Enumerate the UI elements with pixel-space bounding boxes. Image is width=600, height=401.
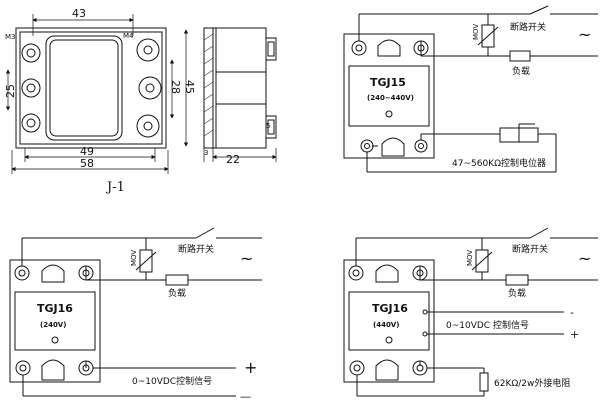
tgj16a-module <box>9 259 101 383</box>
tgj15-label-plate <box>348 65 430 127</box>
screw-terminal-left-bottom <box>21 113 41 133</box>
tgj15-module <box>343 33 435 159</box>
relay-side-view <box>203 27 277 149</box>
tgj15-switch <box>529 5 549 15</box>
tgj16b-resistor-label: 62KΩ/2w外接电阻 <box>494 377 570 389</box>
tgj16a-label-plate <box>14 291 96 351</box>
tgj16b-plus: + <box>570 328 579 341</box>
tgj16b-rating: (440V) <box>373 321 399 329</box>
tgj16b-load <box>505 274 529 286</box>
dim-25-label: 25 <box>4 84 17 98</box>
tgj16a-mov-label: MOV <box>130 250 138 266</box>
tgj16b-external-resistor <box>479 372 489 392</box>
tgj16b-switch-label: 断路开关 <box>512 243 548 255</box>
relay-cover <box>45 35 123 141</box>
dim-22-label: 22 <box>226 153 240 166</box>
drawing-caption: J-1 <box>105 180 125 195</box>
tgj15-ac-symbol: ~ <box>578 25 591 44</box>
dim-45-label: 45 <box>183 80 196 94</box>
dim-m3-label: M3 <box>5 33 16 41</box>
tgj16a-switch-label: 断路开关 <box>178 243 214 255</box>
tgj16b-module <box>343 259 435 383</box>
screw-terminal-left-mid <box>21 78 41 98</box>
mechanical-drawing: 43 M3 M4 25 <box>4 7 277 195</box>
tgj16b-label-plate <box>348 291 430 351</box>
tgj15-switch-label: 断路开关 <box>510 21 546 33</box>
tgj15-mov-label: MOV <box>472 24 480 40</box>
dim-49-label: 49 <box>80 145 94 158</box>
tgj16a-rating: (240V) <box>40 321 66 329</box>
relay-body-front <box>15 27 167 149</box>
tgj16b-load-label: 负载 <box>508 287 526 299</box>
dim-58-label: 58 <box>80 157 94 170</box>
dim-m4-label: M4 <box>123 32 134 40</box>
tgj16b-minus: - <box>570 306 574 319</box>
tgj16a-ac-symbol: ~ <box>240 249 253 268</box>
tgj16a-load <box>165 274 189 286</box>
tgj16a-model: TGJ16 <box>37 302 73 315</box>
screw-terminal-right-bottom <box>136 114 160 138</box>
tgj16a-switch <box>195 227 215 239</box>
tgj16a-control-label: 0~10VDC控制信号 <box>132 375 212 387</box>
circuit-tgj16-240v: TGJ16 (240V) 断路开关 MOV 负载 ~ 0~10VDC控制信号 +… <box>9 227 262 401</box>
tgj16a-load-label: 负载 <box>168 287 186 299</box>
tgj16b-ac-symbol: ~ <box>578 249 591 268</box>
screw-terminal-right-top <box>136 38 160 62</box>
dim-3-label: 3 <box>204 149 208 157</box>
tgj16a-minus: — <box>240 390 251 401</box>
dim-43-label: 43 <box>72 7 86 20</box>
circuit-tgj15: TGJ15 (240~440V) 断路开关 MOV 负载 ~ 47~5 <box>343 5 598 173</box>
screw-terminal-right-mid <box>138 76 162 100</box>
circuit-tgj16-440v: TGJ16 (440V) 断路开关 MOV 负载 ~ 0~10VDC 控制信号 … <box>343 227 598 397</box>
tgj15-load-label: 负载 <box>512 65 530 77</box>
dim-28-label: 28 <box>169 80 182 94</box>
tgj16b-control-label: 0~10VDC 控制信号 <box>446 319 529 331</box>
tgj16b-mov-label: MOV <box>466 250 474 266</box>
tgj15-model: TGJ15 <box>370 76 406 89</box>
tgj16b-model: TGJ16 <box>372 302 408 315</box>
tgj16a-plus: + <box>244 358 257 377</box>
screw-terminal-left-top <box>21 43 41 63</box>
tgj15-rating: (240~440V) <box>367 94 414 102</box>
tgj15-load <box>509 50 531 62</box>
tgj15-control-label: 47~560KΩ控制电位器 <box>452 157 546 169</box>
tgj16b-switch <box>529 227 549 239</box>
dim-5-label: 5 <box>266 122 270 130</box>
